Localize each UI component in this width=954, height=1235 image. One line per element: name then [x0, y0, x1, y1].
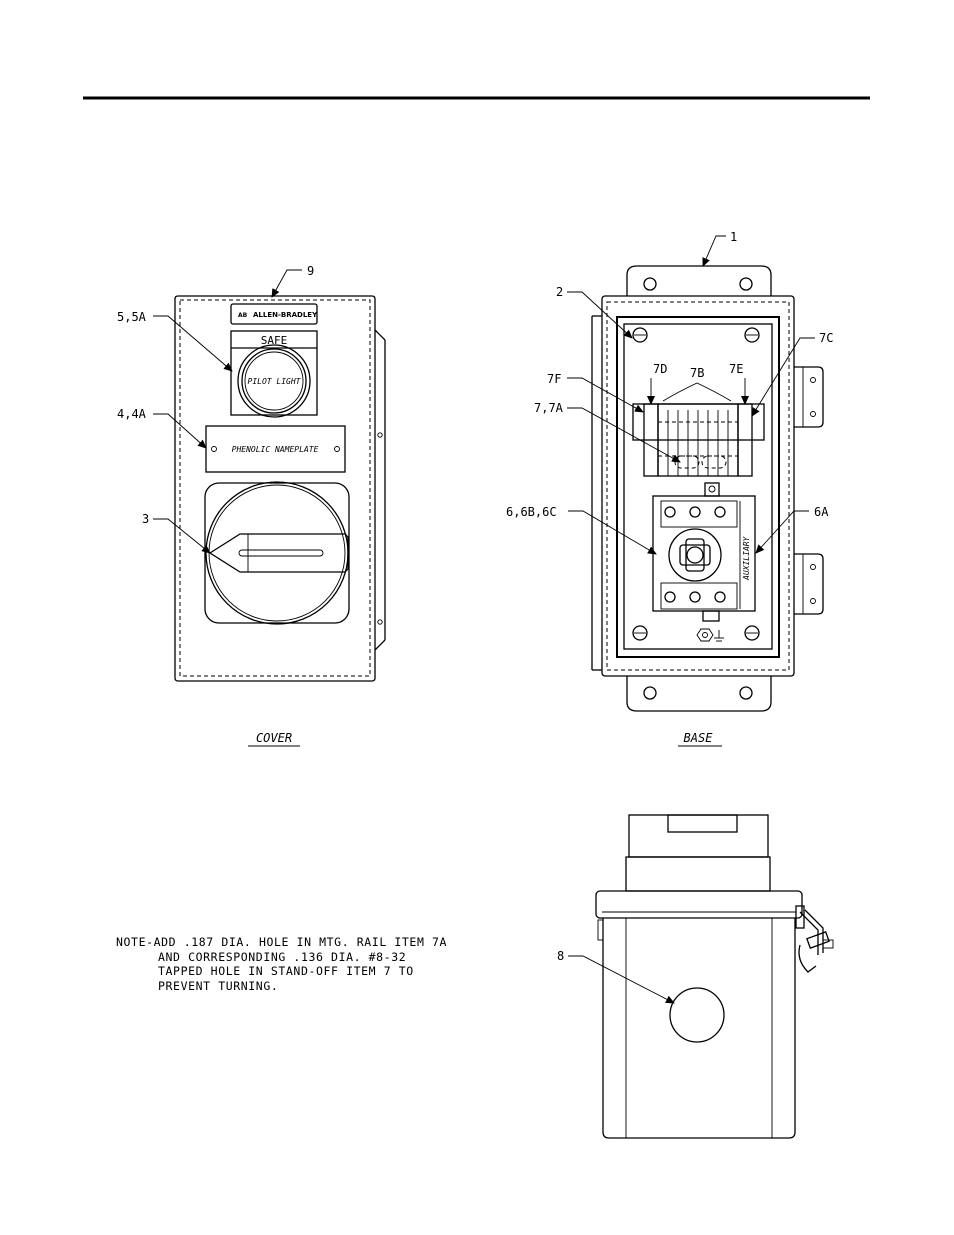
- note-line-1: NOTE-ADD .187 DIA. HOLE IN MTG. RAIL ITE…: [116, 935, 447, 949]
- auxiliary-text: AUXILIARY: [742, 535, 751, 581]
- side-view: 8: [557, 814, 834, 1139]
- callout-9: 9: [307, 264, 314, 278]
- callout-6-6b-6c: 6,6B,6C: [506, 505, 557, 519]
- pilot-light: SAFE PILOT LIGHT: [230, 330, 318, 418]
- callout-7b: 7B: [690, 366, 704, 380]
- rotary-handle: [204, 481, 350, 625]
- plate-screws: [632, 327, 760, 641]
- phenolic-nameplate: PHENOLIC NAMEPLATE: [205, 425, 346, 473]
- callout-1: 1: [730, 230, 737, 244]
- brand-plate: [230, 303, 318, 325]
- note-line-3: TAPPED HOLE IN STAND-OFF ITEM 7 TO: [158, 964, 414, 978]
- brand-plate-text: ALLEN-BRADLEY: [253, 311, 318, 319]
- callout-7c: 7C: [819, 331, 833, 345]
- nameplate-text: PHENOLIC NAMEPLATE: [232, 445, 319, 454]
- callout-7d: 7D: [653, 362, 667, 376]
- terminal-block: [632, 403, 765, 477]
- callout-2: 2: [556, 285, 563, 299]
- latch: [795, 905, 834, 973]
- callout-8: 8: [557, 949, 564, 963]
- brand-logo: AB: [238, 312, 248, 319]
- pilot-label: SAFE: [261, 334, 288, 347]
- callout-5-5a: 5,5A: [117, 310, 147, 324]
- callout-3: 3: [142, 512, 149, 526]
- callout-7-7a: 7,7A: [534, 401, 564, 415]
- cover-view: AB ALLEN-BRADLEY SAFE PILOT LIGHT PHENOL…: [117, 264, 386, 747]
- callout-7e: 7E: [729, 362, 743, 376]
- cover-caption: COVER: [256, 731, 292, 745]
- callout-6a: 6A: [814, 505, 829, 519]
- base-caption: BASE: [684, 731, 714, 745]
- pilot-text: PILOT LIGHT: [248, 377, 302, 386]
- note-line-4: PREVENT TURNING.: [158, 979, 278, 993]
- switch-block: AUXILIARY: [652, 482, 756, 642]
- callout-7f: 7F: [547, 372, 561, 386]
- drawing-note: NOTE-ADD .187 DIA. HOLE IN MTG. RAIL ITE…: [116, 935, 447, 993]
- callout-4-4a: 4,4A: [117, 407, 147, 421]
- note-line-2: AND CORRESPONDING .136 DIA. #8-32: [158, 950, 406, 964]
- hinges: [794, 366, 824, 615]
- base-view: AUXILIARY 1 2 7C 7D 7B 7E 7F 7,7A 6,6B,6…: [506, 230, 833, 747]
